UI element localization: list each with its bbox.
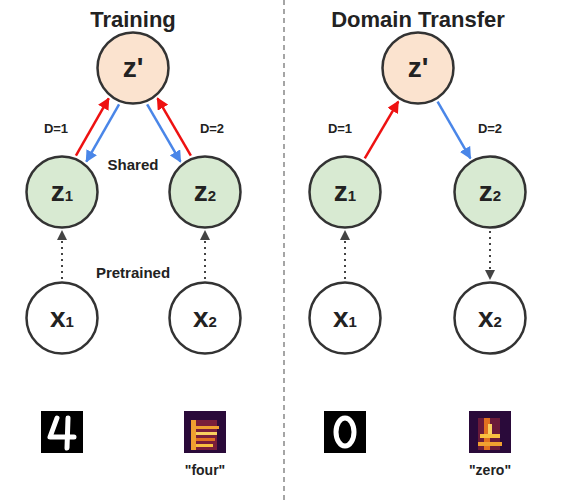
digit-image [41, 411, 83, 453]
domain-label: D=2 [478, 121, 502, 136]
data-circle: x1 [308, 281, 382, 355]
latent-circle: z' [381, 31, 455, 105]
arrow-connector [158, 98, 191, 155]
arrow-connector [86, 104, 119, 161]
annotation: Pretrained [96, 264, 170, 281]
node-label: z2 [194, 176, 216, 208]
latent-circle: z1 [308, 155, 382, 229]
node-label: x1 [333, 302, 357, 334]
spectrogram-image [184, 411, 226, 453]
arrow-connector [344, 231, 346, 279]
data-circle: x2 [453, 281, 527, 355]
data-circle: x2 [168, 281, 242, 355]
node-label: z' [123, 52, 144, 84]
arrow-connector [61, 231, 63, 279]
latent-circle: z2 [453, 155, 527, 229]
arrow-connector [365, 102, 398, 159]
node-label: z1 [334, 176, 356, 208]
word-caption: "four" [185, 462, 226, 478]
node-label: z2 [479, 176, 501, 208]
node-label: x2 [193, 302, 217, 334]
node-label: z' [408, 52, 429, 84]
domain-label: D=1 [328, 121, 352, 136]
arrow-connector [147, 104, 180, 161]
node-label: x2 [478, 302, 502, 334]
arrow-connector [76, 98, 109, 155]
domain-label: D=1 [44, 121, 68, 136]
spectrogram-image [469, 411, 511, 453]
annotation: Shared [108, 156, 159, 173]
data-circle: x1 [25, 281, 99, 355]
node-label: x1 [50, 302, 74, 334]
arrow-connector [204, 231, 206, 279]
panel-title: Domain Transfer [331, 7, 505, 33]
domain-label: D=2 [200, 121, 224, 136]
panel-title: Training [90, 7, 176, 33]
latent-circle: z1 [25, 155, 99, 229]
digit-image [324, 411, 366, 453]
arrow-connector [438, 102, 471, 159]
arrow-connector [489, 231, 491, 279]
latent-circle: z' [96, 31, 170, 105]
latent-circle: z2 [168, 155, 242, 229]
node-label: z1 [51, 176, 73, 208]
panel-divider [283, 0, 285, 502]
word-caption: "zero" [469, 462, 511, 478]
